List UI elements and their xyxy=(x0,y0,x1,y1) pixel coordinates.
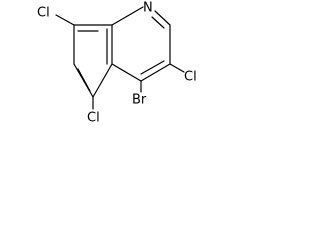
bonds xyxy=(55,6,185,110)
molecule-diagram: N Cl Cl Cl Br xyxy=(37,1,197,126)
structure-canvas: N Cl Cl Cl Br xyxy=(0,0,232,137)
bond-n1-c2 xyxy=(154,10,171,26)
bond-c3-c4-double xyxy=(140,60,165,75)
atom-label-cl-right: Cl xyxy=(184,70,197,85)
atom-labels: N Cl Cl Cl Br xyxy=(37,1,197,126)
bond-n1-c2-double xyxy=(151,16,165,29)
atom-label-n: N xyxy=(143,1,153,16)
atom-label-cl-bottom-left: Cl xyxy=(87,111,100,126)
bond-c3-cl xyxy=(169,63,185,73)
atom-label-cl-top-left: Cl xyxy=(37,6,50,21)
bond-c4-c4a xyxy=(111,63,142,82)
bond-c5-c6 xyxy=(73,63,94,98)
bond-c3-c4 xyxy=(140,63,171,82)
bond-c5-c6-double xyxy=(77,68,91,92)
bond-c7-cl xyxy=(55,14,75,26)
bond-c4a-c5 xyxy=(92,63,113,98)
bond-c8a-n1 xyxy=(111,6,144,26)
atom-label-br: Br xyxy=(132,93,147,108)
